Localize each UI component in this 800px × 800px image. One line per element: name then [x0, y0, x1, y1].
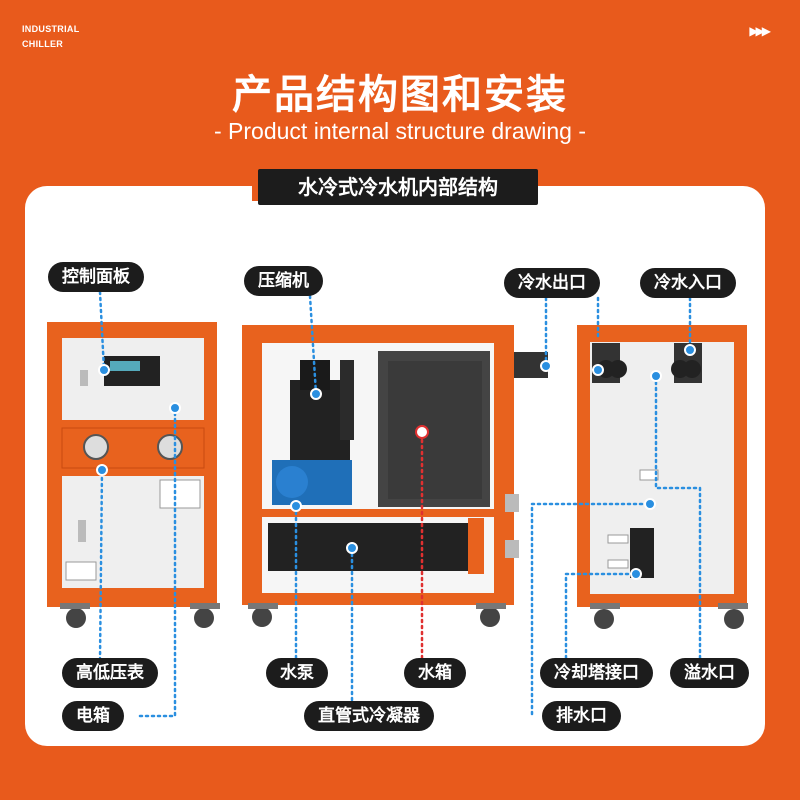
pointer-dot [96, 464, 108, 476]
pointer-dot [644, 498, 656, 510]
brand-logo: INDUSTRIAL CHILLER [22, 22, 80, 52]
leader-electric-box [138, 406, 177, 718]
pointer-dot [290, 500, 302, 512]
leader-control-panel [98, 290, 106, 372]
label-electric-box: 电箱 [62, 701, 124, 731]
leader-drain [530, 502, 652, 716]
label-condenser: 直管式冷凝器 [304, 701, 434, 731]
pointer-dot [650, 370, 662, 382]
leader-pressure-gauge [98, 468, 104, 662]
pointer-dot [415, 425, 429, 439]
leader-compressor [308, 294, 318, 396]
front-unit [47, 322, 220, 628]
pointer-dot [684, 344, 696, 356]
internal-unit [242, 325, 548, 627]
section-title: 水冷式冷水机内部结构 [252, 169, 538, 205]
page-subtitle: - Product internal structure drawing - [214, 118, 586, 144]
brand-line-2: CHILLER [22, 39, 64, 49]
pointer-dot [310, 388, 322, 400]
pointer-dot [169, 402, 181, 414]
brand-line-1: INDUSTRIAL [22, 24, 80, 34]
back-unit [577, 325, 748, 629]
label-cold-water-in: 冷水入口 [640, 268, 736, 298]
label-pressure-gauge: 高低压表 [62, 658, 158, 688]
fast-forward-icon: ▶▶▶ [749, 24, 771, 38]
page-title: 产品结构图和安装 [232, 72, 568, 118]
pointer-dot [540, 360, 552, 372]
label-water-tank: 水箱 [404, 658, 466, 688]
label-cooling-tower-port: 冷却塔接口 [540, 658, 653, 688]
pointer-dot [592, 364, 604, 376]
label-drain-port: 排水口 [542, 701, 621, 731]
pointer-dot [630, 568, 642, 580]
leader-cooling-tower [564, 572, 638, 660]
label-pump: 水泵 [266, 658, 328, 688]
leader-overflow [654, 486, 702, 660]
label-control-panel: 控制面板 [48, 262, 144, 292]
pointer-dot [98, 364, 110, 376]
label-cold-water-out: 冷水出口 [504, 268, 600, 298]
label-overflow-port: 溢水口 [670, 658, 749, 688]
label-compressor: 压缩机 [244, 266, 323, 296]
pointer-dot [346, 542, 358, 554]
